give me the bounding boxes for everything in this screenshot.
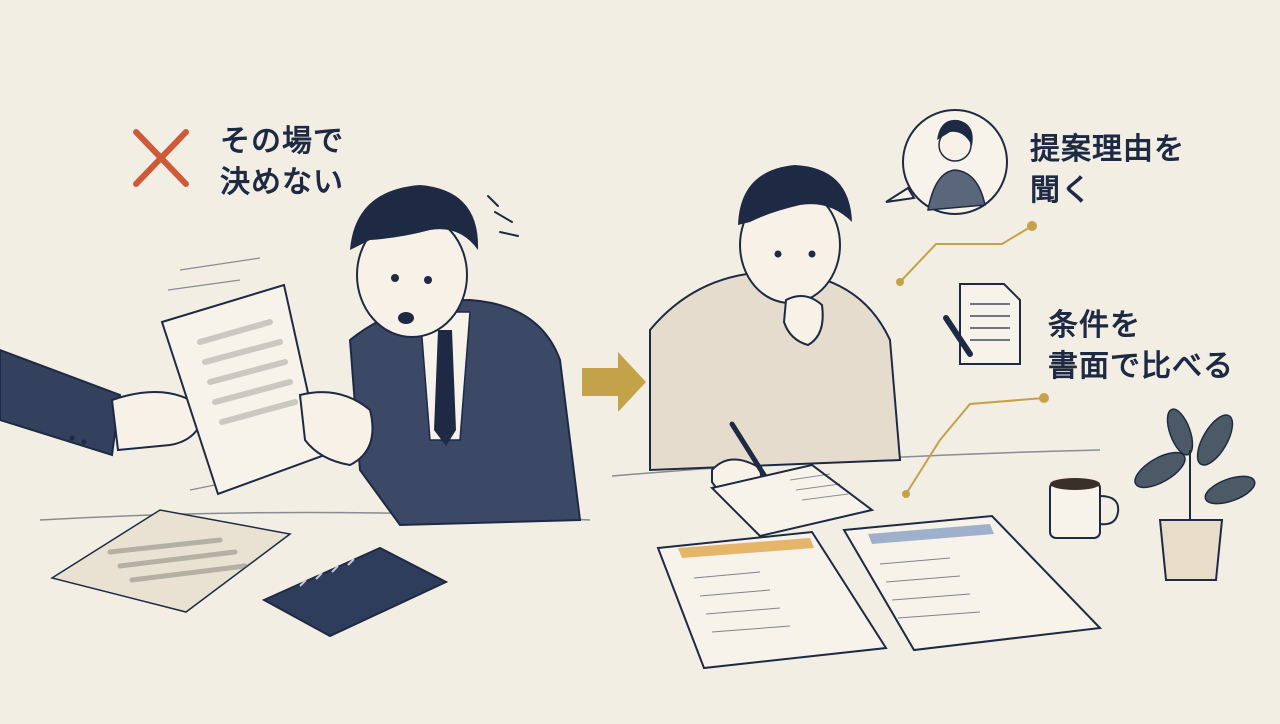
open-notebook <box>710 463 875 538</box>
coffee-mug-icon <box>1049 478 1120 539</box>
document-pen-icon <box>943 283 1021 365</box>
desk-document <box>50 509 292 613</box>
left-caption-line1: その場で <box>220 124 344 159</box>
comparison-document-a <box>656 530 888 670</box>
right-caption-reason-line2: 聞く <box>1030 172 1092 208</box>
arrow-right-icon <box>582 352 646 412</box>
notebook <box>261 546 449 638</box>
flustered-man <box>298 185 582 527</box>
advisor-speech-bubble <box>885 109 1008 215</box>
handed-document <box>160 283 324 496</box>
left-caption-line2: 決めない <box>220 164 344 200</box>
right-caption-compare: 条件を 書面で比べる <box>1048 306 1234 387</box>
thinking-man <box>649 165 902 500</box>
connector-lines <box>899 225 1045 495</box>
right-caption-reason: 提案理由を 聞く <box>1030 130 1185 211</box>
cross-mark-icon <box>133 129 189 187</box>
right-caption-compare-line2: 書面で比べる <box>1048 348 1234 384</box>
comparison-document-b <box>842 514 1103 652</box>
potted-plant-icon <box>1134 408 1256 581</box>
left-scene <box>0 129 591 638</box>
right-caption-compare-line1: 条件を <box>1048 308 1141 343</box>
left-caption: その場で 決めない <box>220 122 344 203</box>
pushing-arm <box>0 348 207 457</box>
right-caption-reason-line1: 提案理由を <box>1030 132 1185 167</box>
right-scene <box>611 109 1256 670</box>
